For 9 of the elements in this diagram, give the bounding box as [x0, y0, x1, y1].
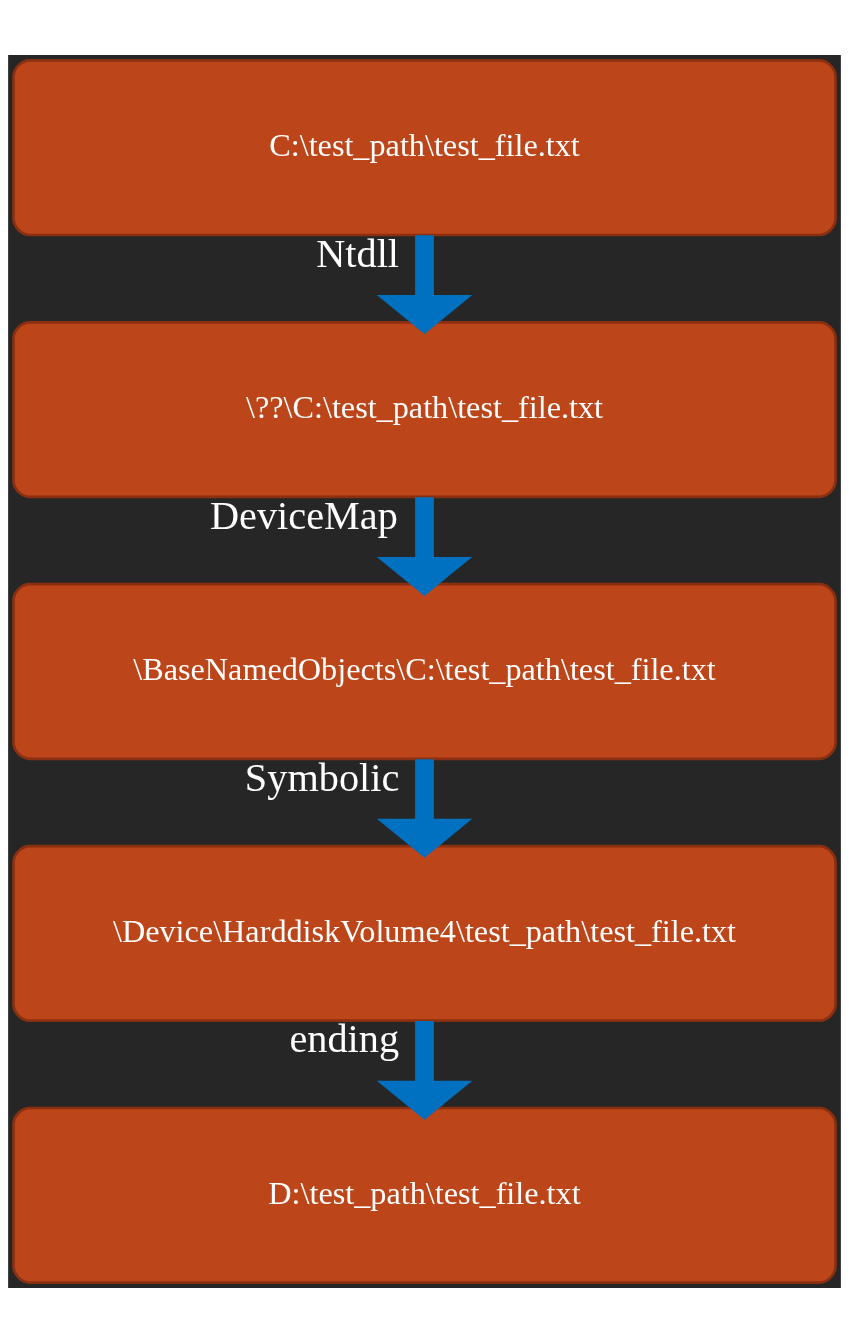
- arrow: [376, 234, 473, 334]
- node-box: C:\test_path\test_file.txt: [12, 58, 837, 236]
- arrow: [376, 758, 473, 858]
- arrow: [376, 496, 473, 596]
- arrow: [376, 1020, 473, 1120]
- node-box: D:\test_path\test_file.txt: [12, 1106, 837, 1284]
- node-box: \??\C:\test_path\test_file.txt: [12, 320, 837, 498]
- node-box: \BaseNamedObjects\C:\test_path\test_file.txt: [12, 582, 837, 760]
- node-box: \Device\HarddiskVolume4\test_path\test_file.txt: [12, 844, 837, 1022]
